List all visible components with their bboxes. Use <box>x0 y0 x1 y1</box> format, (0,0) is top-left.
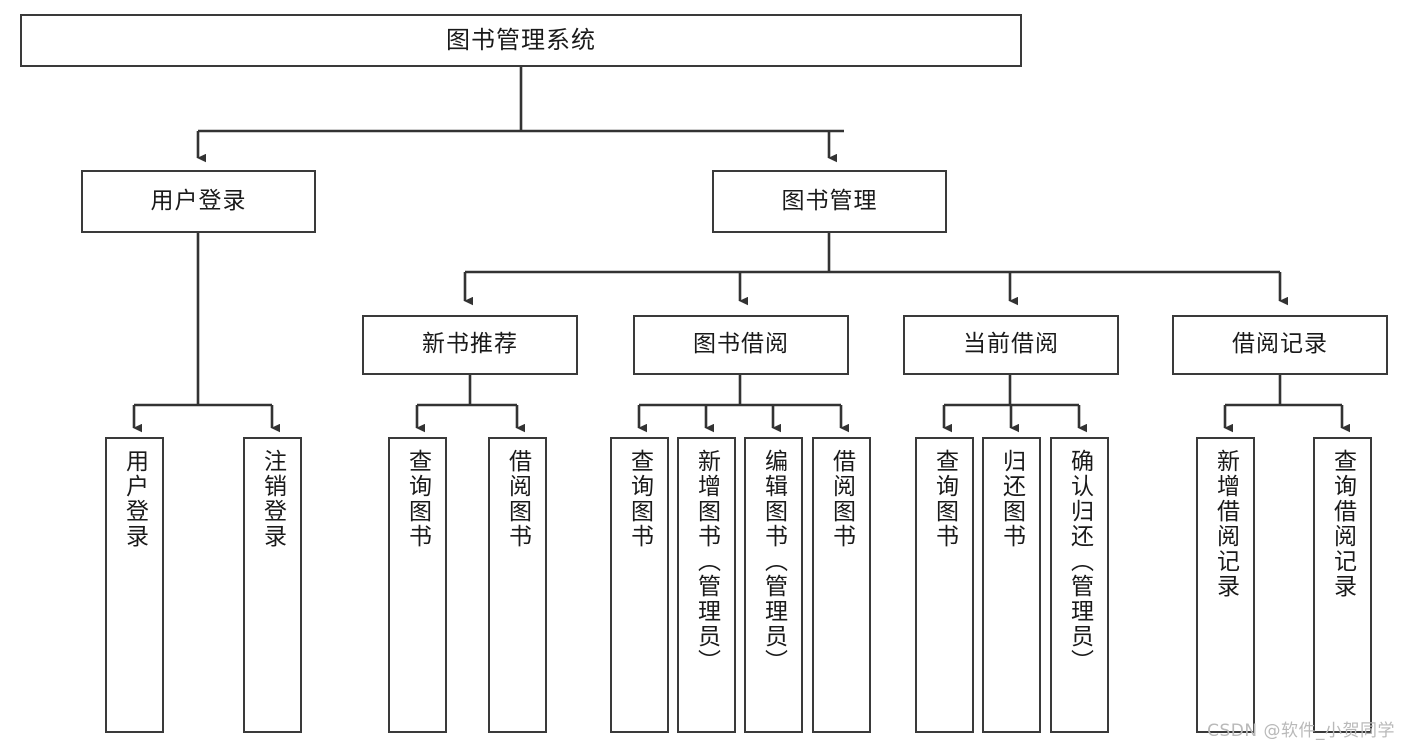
node-label: 新书推荐 <box>422 331 518 358</box>
node-current-borrow[interactable]: 当前借阅 <box>903 315 1119 375</box>
leaf-current-return-book[interactable]: 归还图书 <box>982 437 1041 733</box>
node-label: 注销登录 <box>259 449 286 549</box>
node-label: 借阅记录 <box>1232 331 1328 358</box>
csdn-watermark: CSDN @软件_小贺同学 <box>1207 721 1395 741</box>
node-label: 新增图书（管理员） <box>693 449 720 674</box>
node-root-system[interactable]: 图书管理系统 <box>20 14 1022 67</box>
node-label: 新增借阅记录 <box>1212 449 1239 599</box>
node-label: 归还图书 <box>998 449 1025 549</box>
leaf-current-query-book[interactable]: 查询图书 <box>915 437 974 733</box>
leaf-borrow-edit-book-admin[interactable]: 编辑图书（管理员） <box>744 437 803 733</box>
node-label: 图书借阅 <box>693 331 789 358</box>
node-label: 图书管理 <box>781 187 878 214</box>
node-label: 确认归还（管理员） <box>1066 449 1093 674</box>
leaf-record-query-record[interactable]: 查询借阅记录 <box>1313 437 1372 733</box>
node-book-borrow[interactable]: 图书借阅 <box>633 315 849 375</box>
node-label: 查询图书 <box>626 449 653 549</box>
node-label: 编辑图书（管理员） <box>760 449 787 674</box>
node-label: 图书管理系统 <box>446 26 596 55</box>
node-book-management[interactable]: 图书管理 <box>712 170 947 233</box>
leaf-user-login-logout[interactable]: 注销登录 <box>243 437 302 733</box>
node-label: 借阅图书 <box>828 449 855 549</box>
node-new-book-recommend[interactable]: 新书推荐 <box>362 315 578 375</box>
leaf-borrow-query-book[interactable]: 查询图书 <box>610 437 669 733</box>
node-label: 查询借阅记录 <box>1329 449 1356 599</box>
node-label: 当前借阅 <box>963 331 1059 358</box>
leaf-borrow-borrow-book[interactable]: 借阅图书 <box>812 437 871 733</box>
leaf-recommend-query-book[interactable]: 查询图书 <box>388 437 447 733</box>
node-label: 用户登录 <box>150 187 247 214</box>
leaf-current-confirm-return-admin[interactable]: 确认归还（管理员） <box>1050 437 1109 733</box>
leaf-borrow-add-book-admin[interactable]: 新增图书（管理员） <box>677 437 736 733</box>
node-label: 借阅图书 <box>504 449 531 549</box>
leaf-recommend-borrow-book[interactable]: 借阅图书 <box>488 437 547 733</box>
leaf-user-login-login[interactable]: 用户登录 <box>105 437 164 733</box>
node-label: 查询图书 <box>404 449 431 549</box>
leaf-record-add-record[interactable]: 新增借阅记录 <box>1196 437 1255 733</box>
node-label: 查询图书 <box>931 449 958 549</box>
node-label: 用户登录 <box>121 449 148 549</box>
node-borrow-record[interactable]: 借阅记录 <box>1172 315 1388 375</box>
node-user-login[interactable]: 用户登录 <box>81 170 316 233</box>
